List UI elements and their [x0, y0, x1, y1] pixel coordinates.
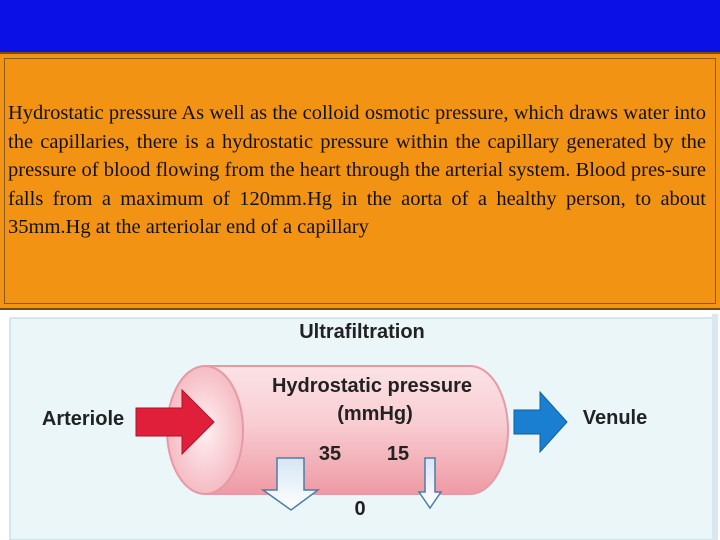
filtration-arrow-small-icon: [417, 457, 443, 510]
value-0: 0: [354, 498, 365, 520]
inflow-arrow-icon: [135, 388, 215, 456]
text-panel: Hydrostatic pressure As well as the coll…: [0, 52, 720, 310]
arteriole-label: Arteriole: [42, 408, 124, 430]
venule-label: Venule: [583, 407, 647, 429]
diagram-canvas: Ultrafiltration Hydrostatic pressure (mm…: [9, 314, 718, 540]
diagram-background: [9, 317, 717, 540]
hydrostatic-pressure-label: Hydrostatic pressure: [272, 375, 472, 397]
header-band: [0, 0, 720, 52]
body-paragraph: Hydrostatic pressure As well as the coll…: [8, 102, 706, 239]
value-15: 15: [387, 443, 409, 465]
value-35: 35: [319, 443, 341, 465]
diagram-title: Ultrafiltration: [299, 321, 425, 343]
ultrafiltration-diagram: Ultrafiltration Hydrostatic pressure (mm…: [0, 312, 720, 540]
diagram-right-edge: [712, 314, 718, 540]
text-panel-inner-border: [4, 58, 716, 304]
unit-label: (mmHg): [337, 403, 413, 425]
filtration-arrow-large-icon: [260, 457, 321, 511]
outflow-arrow-icon: [513, 390, 568, 454]
